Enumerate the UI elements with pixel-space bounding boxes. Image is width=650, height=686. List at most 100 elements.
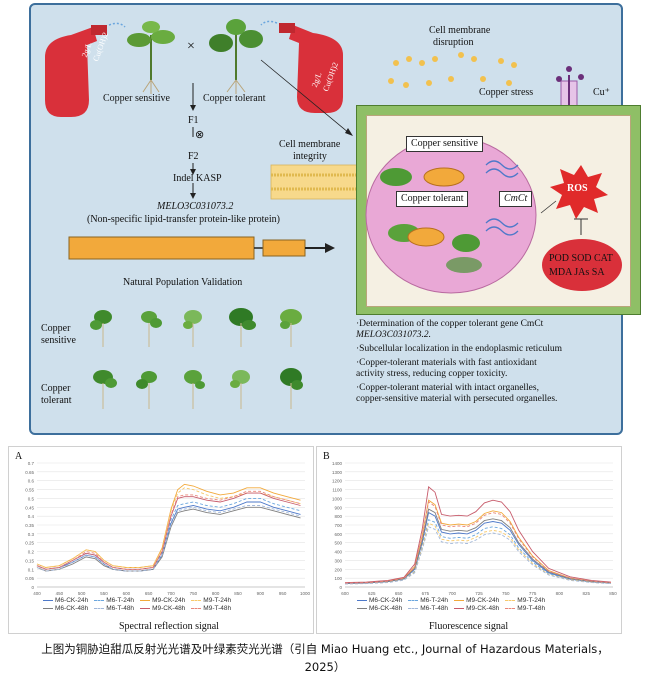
y-tick-label: 0 [31, 585, 34, 590]
legend-swatch [43, 608, 53, 609]
x-tick-label: 650 [145, 591, 153, 596]
y-tick-label: 0.45 [25, 505, 34, 510]
row-sensitive-label-2: sensitive [41, 335, 76, 346]
legend-item: M9-T-24h [505, 597, 545, 604]
x-tick-label: 625 [368, 591, 376, 596]
population-plants-tolerant [93, 368, 303, 409]
legend-label: M9-CK-48h [466, 605, 500, 612]
series-line-M6-CK-48h [36, 506, 301, 572]
x-tick-label: 600 [123, 591, 131, 596]
self-symbol: ⊗ [195, 129, 205, 141]
legend-item: M9-T-48h [505, 605, 545, 612]
y-tick-label: 0.2 [28, 550, 35, 555]
legend-label: M6-CK-48h [369, 605, 403, 612]
ros-burst-icon [550, 165, 608, 219]
x-tick-label: 800 [556, 591, 564, 596]
sprayer-left-icon [45, 22, 126, 117]
y-tick-label: 100 [334, 576, 342, 581]
f2-label: F2 [188, 151, 199, 162]
legend-swatch [454, 600, 465, 601]
y-tick-label: 0.7 [28, 461, 35, 466]
x-tick-label: 750 [502, 591, 510, 596]
y-tick-label: 0.25 [25, 541, 34, 546]
membrane-integrity-2: integrity [293, 151, 327, 162]
y-tick-label: 0.05 [25, 576, 34, 581]
f1-label: F1 [188, 115, 199, 126]
legend-item: M9-T-24h [191, 597, 231, 604]
chart-a-plot: 00.050.10.150.20.250.30.350.40.450.50.55… [25, 461, 311, 596]
legend-item: M9-CK-48h [454, 605, 499, 612]
y-tick-label: 400 [334, 550, 342, 555]
chart-b-panel-label: B [323, 451, 330, 462]
chloroplast-icon [380, 168, 480, 252]
cmct-label: CmCt [499, 191, 533, 207]
legend-item: M9-T-48h [191, 605, 231, 612]
legend-label: M6-CK-24h [55, 597, 89, 604]
legend-label: M9-T-24h [517, 597, 546, 604]
legend-swatch [140, 600, 151, 601]
caption-line-2: 2025） [304, 660, 346, 674]
legend-item: M6-T-24h [408, 597, 448, 604]
legend-label: M6-CK-48h [55, 605, 89, 612]
x-tick-label: 400 [33, 591, 41, 596]
caption-line-1: 上图为铜胁迫甜瓜反射光光谱及叶绿素荧光光谱（引自 Miao Huang etc.… [41, 642, 609, 656]
series-line-M9-T-48h [36, 490, 301, 570]
legend-label: M9-T-24h [203, 597, 232, 604]
chart-b-plot: 0100200300400500600700800900100011001200… [332, 461, 617, 596]
plant-tolerant-icon [209, 19, 263, 94]
y-tick-label: 1200 [332, 479, 343, 484]
x-tick-label: 650 [395, 591, 403, 596]
legend-swatch [191, 600, 202, 601]
series-line-M9-T-24h [344, 522, 611, 585]
series-line-M6-CK-48h [344, 508, 611, 584]
legend-label: M6-T-24h [106, 597, 135, 604]
legend-swatch [505, 608, 516, 609]
legend-label: M9-CK-48h [152, 605, 186, 612]
chart-a-panel-label: A [15, 451, 23, 462]
legend-swatch [357, 600, 367, 601]
membrane-integrity-1: Cell membrane [279, 139, 341, 150]
sprayer-right-icon [260, 20, 343, 113]
legend-label: M6-T-48h [106, 605, 135, 612]
legend-item: M9-CK-24h [454, 597, 499, 604]
y-tick-label: 800 [334, 514, 342, 519]
legend-swatch [43, 600, 53, 601]
y-tick-label: 200 [334, 567, 342, 572]
y-tick-label: 1000 [332, 496, 343, 501]
y-tick-label: 0.6 [28, 479, 35, 484]
series-line-M9-CK-24h [344, 499, 611, 584]
x-tick-label: 700 [448, 591, 456, 596]
legend-swatch [140, 608, 151, 609]
legend-swatch [357, 608, 367, 609]
box-copper-sensitive: Copper sensitive [406, 136, 483, 152]
row-tolerant-label-2: tolerant [41, 395, 72, 406]
legend-swatch [94, 608, 105, 609]
x-tick-label: 1000 [300, 591, 311, 596]
legend-label: M6-T-24h [420, 597, 449, 604]
y-tick-label: 0.4 [28, 514, 35, 519]
copper-stress-label: Copper stress [479, 87, 534, 98]
finding-1: ·Determination of the copper tolerant ge… [356, 319, 544, 329]
y-tick-label: 1400 [332, 461, 343, 466]
x-tick-label: 500 [78, 591, 86, 596]
series-line-M9-CK-48h [344, 486, 611, 584]
legend-swatch [94, 600, 105, 601]
y-tick-label: 0.35 [25, 523, 34, 528]
y-tick-label: 0 [339, 585, 342, 590]
legend-swatch [454, 608, 465, 609]
finding-3: ·Copper-tolerant materials with fast ant… [356, 358, 537, 368]
legend-swatch [505, 600, 516, 601]
y-tick-label: 900 [334, 505, 342, 510]
legend-swatch [408, 600, 419, 601]
y-tick-label: 300 [334, 558, 342, 563]
gene-exon-1 [68, 236, 255, 260]
x-tick-label: 775 [529, 591, 537, 596]
membrane-disrupted-icon [388, 52, 517, 88]
x-tick-label: 800 [212, 591, 220, 596]
membrane-intact-icon [270, 164, 362, 200]
figure-caption: 上图为铜胁迫甜瓜反射光光谱及叶绿素荧光光谱（引自 Miao Huang etc.… [0, 640, 650, 676]
legend-item: M6-T-48h [408, 605, 448, 612]
